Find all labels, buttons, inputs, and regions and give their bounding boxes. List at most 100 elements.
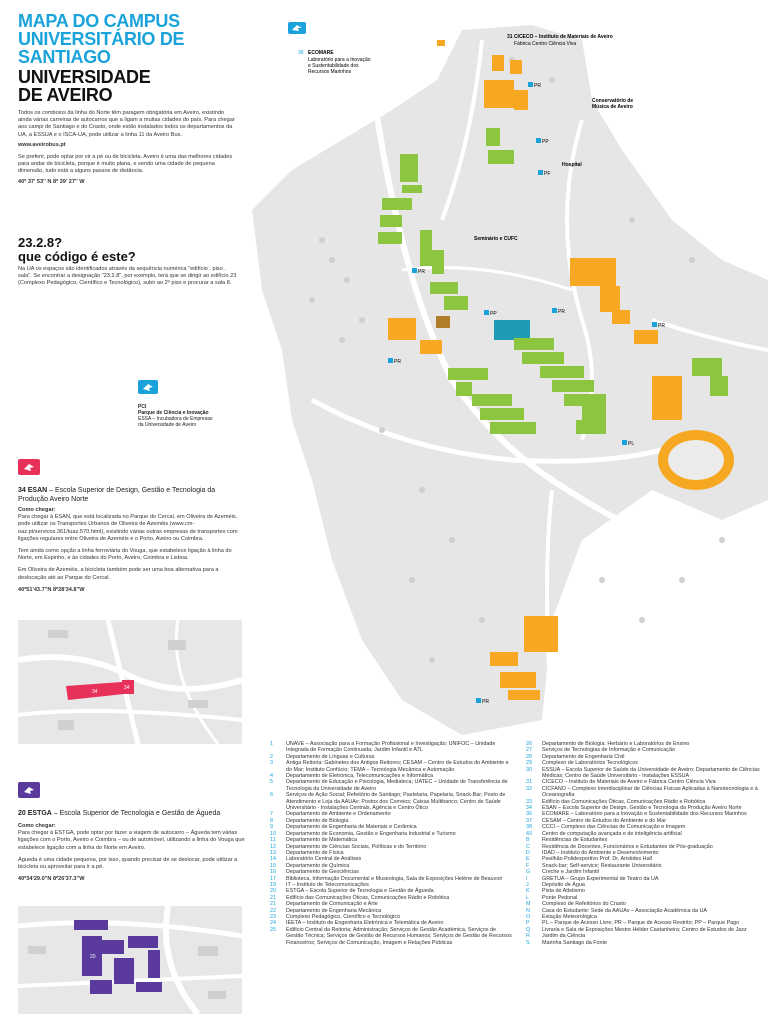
legend-item-number: 29 xyxy=(526,760,532,767)
legend-item-number: 34 xyxy=(526,805,532,812)
esan-marker-icon xyxy=(18,459,40,480)
legend-item-text: Edifício Central da Reitoria; Administra… xyxy=(286,926,512,946)
legend-item-text: Residências de Estudantes xyxy=(542,837,608,844)
legend-item-number: 15 xyxy=(270,862,276,869)
legend-item-text: Edifício das Comunicações Óticas, Comuni… xyxy=(542,798,706,805)
legend-item-number: N xyxy=(526,907,530,914)
legend-item-text: PL – Parque de Acesso Livre; PR – Parque… xyxy=(542,920,740,927)
legend-item-number: Q xyxy=(526,926,531,933)
legend-item-number: 4 xyxy=(270,773,273,780)
aveirobus-link[interactable]: www.aveirobus.pt xyxy=(18,141,66,148)
legend-item-text: Casa do Estudante: Sede da AAUAv – Assoc… xyxy=(542,907,708,914)
legend-item-number: 9 xyxy=(270,824,273,831)
svg-text:PP: PP xyxy=(490,311,497,317)
estga-location-map[interactable]: 20 xyxy=(18,906,242,1014)
legend-item-text: Departamento de Engenharia Civil xyxy=(542,753,625,760)
legend-item-text: Pista de Atletismo xyxy=(542,888,585,895)
legend-item-text: UNAVE – Associação para a Formação Profi… xyxy=(286,741,496,754)
legend-item-text: Edifício das Comunicações Óticas, Comuni… xyxy=(286,894,450,901)
legend-item-number: B xyxy=(526,837,530,844)
legend-item-text: ESTGA – Escola Superior de Tecnologia e … xyxy=(286,888,434,895)
legend-item-number: 23 xyxy=(270,913,276,920)
estga-building-label: 20 xyxy=(90,954,96,960)
svg-text:PR: PR xyxy=(482,699,489,705)
ecomare-label: ECOMARE xyxy=(308,50,334,56)
legend-item-text: Laboratório Central de Análises xyxy=(286,856,362,863)
svg-text:PR: PR xyxy=(418,269,425,275)
legend-item-number: J xyxy=(526,881,529,888)
esan-heading: 34 ESAN – Escola Superior de Design, Ges… xyxy=(18,487,216,503)
ciceco-marker-icon xyxy=(437,40,445,46)
legend-item-number: 22 xyxy=(270,907,276,914)
conservatorio-label-2: Música de Aveiro xyxy=(592,104,633,110)
legend-item-text: Livraria e Sala de Exposições Mestre Hél… xyxy=(542,926,747,933)
legend-item-number: I xyxy=(526,875,528,882)
legend-item-number: 16 xyxy=(270,869,276,876)
legend-item-text: Snack-bar; Self-service; Restaurante Uni… xyxy=(542,862,662,869)
esan-location-map[interactable]: 34 34 xyxy=(18,620,242,744)
legend-item-number: R xyxy=(526,933,530,940)
legend-item-number: 31 xyxy=(526,779,532,786)
ecomare-marker-icon xyxy=(288,22,306,34)
legend-item-text: ESAN – Escola Superior de Design, Gestão… xyxy=(542,805,742,812)
ecomare-sub-2: e Sustentabilidade dos xyxy=(308,63,359,69)
legend-item-text: Departamento de Matemática xyxy=(286,837,358,844)
legend-item: 34 ESAN – Escola Superior de Design, Gest… xyxy=(526,805,764,811)
svg-text:PR: PR xyxy=(394,359,401,365)
legend-item-number: 32 xyxy=(526,785,532,792)
legend-item: Q Livraria e Sala de Exposições Mestre Hé… xyxy=(526,927,764,933)
legend-item-text: Departamento de Ambiente e Ordenamento xyxy=(286,811,391,818)
legend-item-number: 11 xyxy=(270,837,276,844)
svg-text:PR: PR xyxy=(534,83,541,89)
estga-heading: 20 ESTGA – Escola Superior de Tecnologia… xyxy=(18,810,221,817)
legend-item-text: Departamento de Economia, Gestão e Engen… xyxy=(286,830,456,837)
university-title: UNIVERSIDADE DE AVEIRO xyxy=(18,67,151,105)
legend-item-text: Creche e Jardim Infantil xyxy=(542,869,599,876)
legend-item-number: E xyxy=(526,856,530,863)
legend-item-number: 12 xyxy=(270,843,276,850)
legend-item-number: 6 xyxy=(270,792,273,799)
legend-item-text: IT – Instituto de Telecomunicações xyxy=(286,881,369,888)
legend-item-number: M xyxy=(526,901,531,908)
svg-text:PR: PR xyxy=(558,309,565,315)
code-explanation: Na UA os espaços são identificados atrav… xyxy=(18,266,237,287)
legend-item-number: S xyxy=(526,939,530,946)
intro-paragraph-2: Se preferir, pode optar por vir a pé ou … xyxy=(18,154,233,175)
legend-item-number: 30 xyxy=(526,766,532,773)
legend-item-text: Serviços de Tecnologias de Informação e … xyxy=(542,747,675,754)
legend-item-text: Residência de Docentes, Funcionários e E… xyxy=(542,843,713,850)
legend-item-text: Departamento de Línguas e Culturas xyxy=(286,753,375,760)
legend-item-text: Complexo de Refeitórios do Crasto xyxy=(542,901,626,908)
legend-item: B Residências de Estudantes xyxy=(526,837,764,843)
campus-map[interactable]: 31 CICECO – Instituto de Materiais de Av… xyxy=(252,20,768,735)
legend-item: 11 Departamento de Matemática xyxy=(270,837,512,843)
legend-item-number: 13 xyxy=(270,849,276,856)
legend-item-text: Ponte Pedonal xyxy=(542,894,578,901)
legend-item-text: GRETUA – Grupo Experimental de Teatro da… xyxy=(542,875,659,882)
